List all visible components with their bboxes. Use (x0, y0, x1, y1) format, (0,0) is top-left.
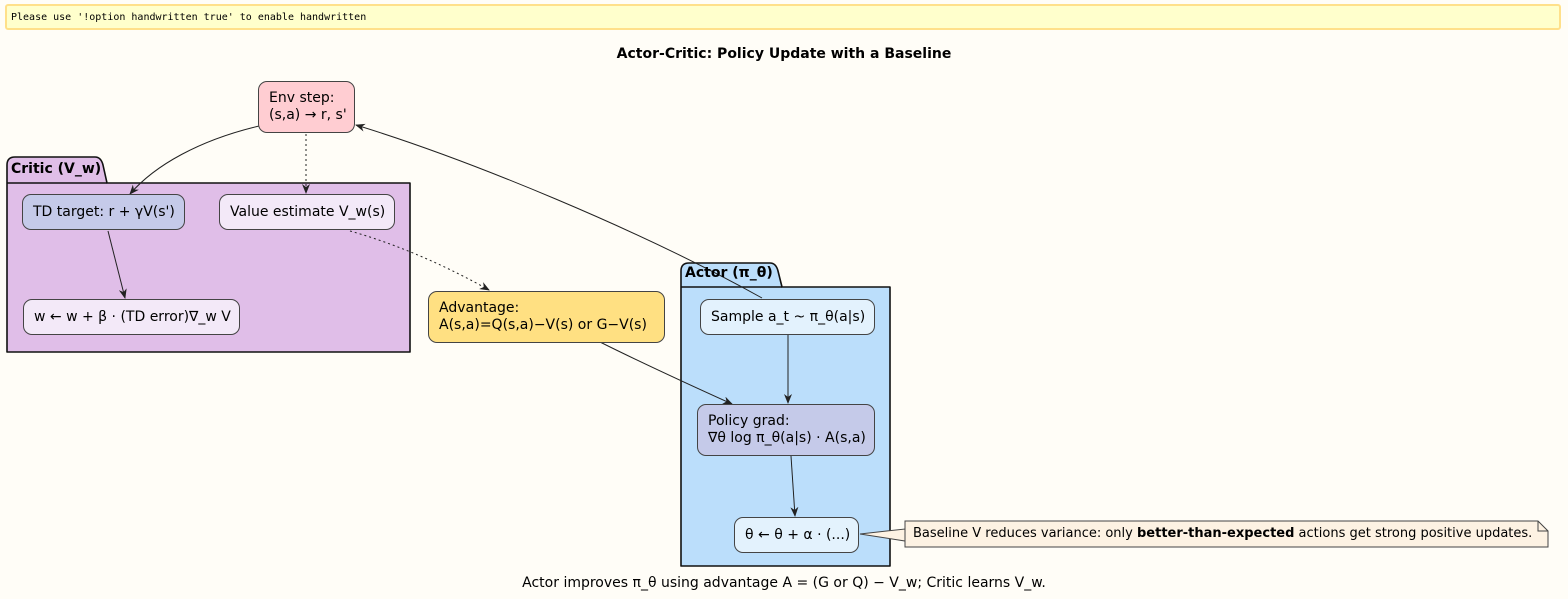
edge-policy-grad-to-theta-update (790, 455, 799, 517)
warning-banner-text: Please use '!option handwritten true' to… (11, 12, 367, 23)
diagram-title: Actor-Critic: Policy Update with a Basel… (616, 46, 952, 62)
w-update-node: w ← w + β · (TD error)∇_w V (23, 299, 240, 335)
sample-action-label: Sample a_t ~ π_θ(a|s) (711, 308, 866, 325)
baseline-note-text-start: Baseline V reduces variance: only (913, 526, 1137, 541)
value-estimate-node: Value estimate V_w(s) (219, 194, 395, 230)
actor-package-label: Actor (π_θ) (685, 265, 773, 281)
policy-grad-line2: ∇θ log π_θ(a|s) · A(s,a) (708, 430, 866, 446)
env-step-line1: Env step: (269, 90, 335, 106)
warning-banner: Please use '!option handwritten true' to… (5, 4, 1561, 30)
td-target-node: TD target: r + γV(s') (22, 194, 185, 230)
value-estimate-label: Value estimate V_w(s) (230, 203, 386, 220)
policy-grad-node: Policy grad: ∇θ log π_θ(a|s) · A(s,a) (697, 404, 875, 456)
baseline-note-text-end: actions get strong positive updates. (1294, 526, 1533, 541)
edge-env-to-td-target (129, 125, 260, 195)
edge-td-target-to-w-update (107, 230, 127, 299)
theta-update-label: θ ← θ + α · (...) (745, 526, 851, 543)
baseline-note-bold: better-than-expected (1136, 526, 1295, 541)
critic-package-label: Critic (V_w) (11, 161, 102, 177)
edge-sample-to-env-step (355, 123, 763, 299)
diagram-caption: Actor improves π_θ using advantage A = (… (522, 575, 1046, 591)
advantage-line2: A(s,a)=Q(s,a)−V(s) or G−V(s) (439, 317, 647, 333)
td-target-label: TD target: r + γV(s') (33, 203, 175, 220)
w-update-label: w ← w + β · (TD error)∇_w V (34, 308, 231, 325)
advantage-node: Advantage: A(s,a)=Q(s,a)−V(s) or G−V(s) (428, 291, 665, 343)
edge-value-to-advantage (349, 230, 490, 291)
edge-advantage-to-policy-grad (599, 341, 733, 405)
baseline-note: Baseline V reduces variance: only better… (913, 526, 1532, 541)
policy-grad-line1: Policy grad: (708, 413, 790, 429)
env-step-line2: (s,a) → r, s' (269, 107, 347, 123)
advantage-line1: Advantage: (439, 300, 520, 316)
note-shape (904, 520, 1549, 548)
theta-update-node: θ ← θ + α · (...) (734, 517, 859, 553)
env-step-node: Env step: (s,a) → r, s' (258, 81, 355, 133)
sample-action-node: Sample a_t ~ π_θ(a|s) (700, 299, 875, 335)
